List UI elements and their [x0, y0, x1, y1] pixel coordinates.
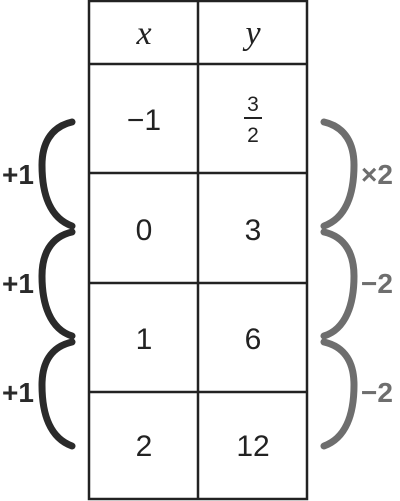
- left-brace-1: [38, 118, 76, 230]
- right-brace-3: [320, 338, 358, 450]
- left-brace-label-2: +1: [2, 268, 34, 299]
- cell-y-row-4: 12: [236, 430, 269, 463]
- right-brace-2: [320, 228, 358, 340]
- header-x: x: [135, 15, 151, 52]
- fraction-numerator: 3: [247, 93, 259, 116]
- right-braces: [320, 118, 358, 450]
- left-braces: [38, 118, 76, 450]
- right-brace-label-3: −2: [361, 377, 393, 408]
- cell-x-row-2: 0: [136, 214, 153, 247]
- cell-x-row-3: 1: [136, 323, 153, 356]
- table-grid: [87, 0, 309, 501]
- right-brace-label-2: −2: [361, 268, 393, 299]
- left-brace-2: [38, 228, 76, 340]
- cell-x-row-4: 2: [136, 430, 153, 463]
- left-brace-3: [38, 338, 76, 450]
- fraction-denominator: 2: [247, 124, 259, 147]
- cell-y-row-1-fraction: 3 2: [244, 93, 262, 147]
- left-brace-label-3: +1: [2, 377, 34, 408]
- cell-y-row-3: 6: [245, 323, 262, 356]
- right-brace-label-1: ×2: [361, 159, 393, 190]
- header-y: y: [242, 15, 261, 52]
- right-brace-1: [320, 118, 358, 230]
- left-brace-label-1: +1: [2, 159, 34, 190]
- cell-x-row-1: −1: [127, 104, 161, 137]
- cell-y-row-2: 3: [245, 214, 262, 247]
